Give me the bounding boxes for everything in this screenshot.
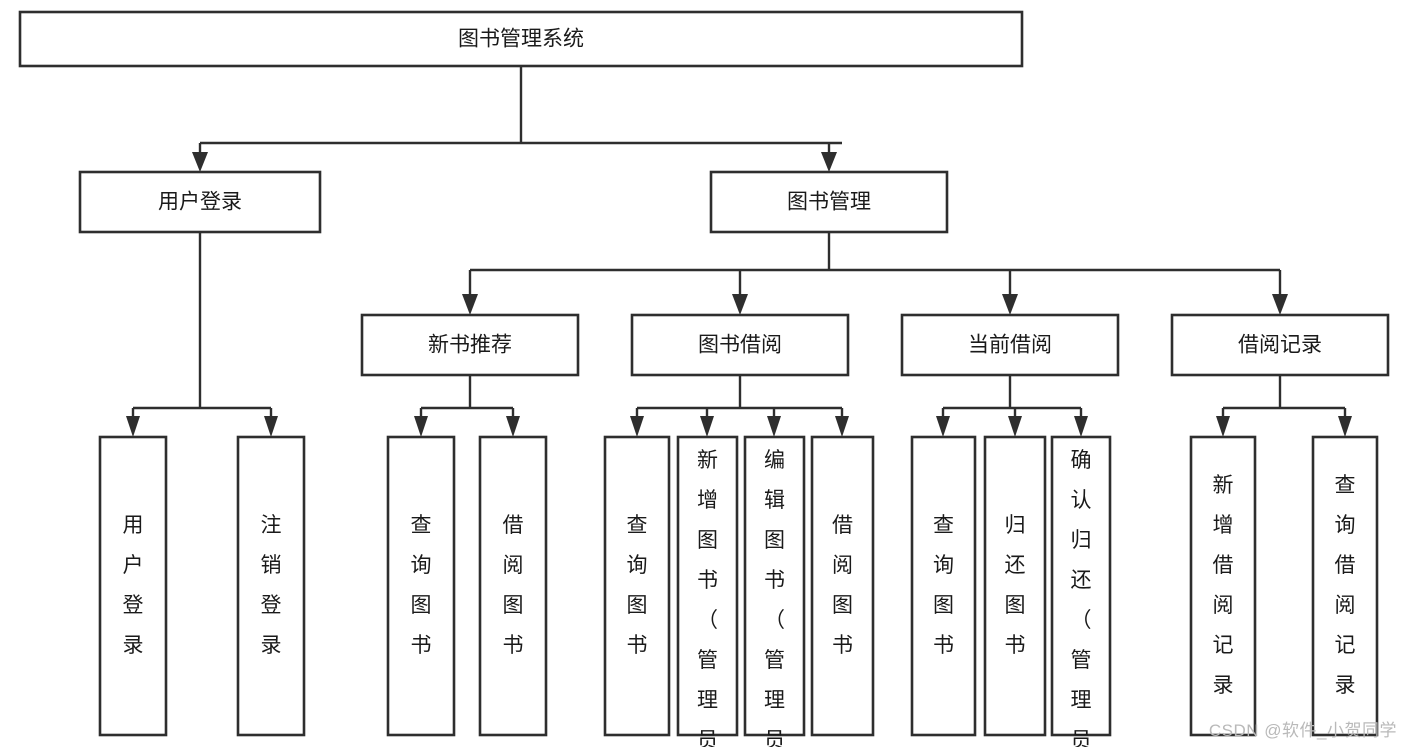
- node-new-book-recommend-box[interactable]: [360, 313, 580, 377]
- leaf-label-leaf-query-book-2: 查询图书: [627, 514, 648, 657]
- node-book-manage-label: 图书管理: [787, 191, 871, 214]
- node-user-login-box[interactable]: [78, 170, 322, 234]
- leaf-label-leaf-add-borrow-record: 新增借阅记录: [1213, 474, 1234, 697]
- leaf-label-leaf-query-borrow-record: 查询借阅记录: [1335, 474, 1356, 697]
- node-book-borrow-label: 图书借阅: [698, 334, 782, 357]
- leaf-node-leaf-edit-book[interactable]: 编辑图书（管理员）: [743, 435, 806, 747]
- leaf-box-leaf-borrow-book-1[interactable]: [478, 435, 548, 737]
- leaf-label-leaf-add-book: 新增图书（管理员）: [697, 449, 718, 747]
- leaf-nodes-layer: 用户登录 注销登录 查询图书 借阅图书 查询图书 新增图书（管理员） 编辑图书（管理员） 借阅…: [98, 435, 1379, 747]
- node-new-book-recommend-label: 新书推荐: [428, 334, 512, 357]
- leaf-node-leaf-query-book-1[interactable]: 查询图书: [386, 435, 456, 737]
- node-book-borrow[interactable]: 图书借阅: [630, 313, 850, 377]
- leaf-box-leaf-confirm-return[interactable]: [1050, 435, 1112, 737]
- leaf-node-leaf-borrow-book-1[interactable]: 借阅图书: [478, 435, 548, 737]
- edge-currentborrow-to-leaves: [936, 375, 1088, 437]
- leaf-label-leaf-return-book: 归还图书: [1005, 514, 1026, 657]
- node-book-manage[interactable]: 图书管理: [709, 170, 949, 234]
- leaf-box-leaf-return-book[interactable]: [983, 435, 1047, 737]
- edge-newbook-to-leaves: [414, 375, 520, 437]
- leaf-label-leaf-edit-book: 编辑图书（管理员）: [764, 449, 785, 747]
- leaf-box-leaf-borrow-book-2[interactable]: [810, 435, 875, 737]
- leaf-node-leaf-confirm-return[interactable]: 确认归还（管理员）: [1050, 435, 1112, 747]
- leaf-box-leaf-edit-book[interactable]: [743, 435, 806, 737]
- leaf-box-leaf-query-book-1[interactable]: [386, 435, 456, 737]
- leaf-node-leaf-add-borrow-record[interactable]: 新增借阅记录: [1189, 435, 1257, 737]
- leaf-node-leaf-add-book[interactable]: 新增图书（管理员）: [676, 435, 739, 747]
- leaf-node-leaf-return-book[interactable]: 归还图书: [983, 435, 1047, 737]
- node-borrow-record-box[interactable]: [1170, 313, 1390, 377]
- edge-borrowrecord-to-leaves: [1216, 375, 1352, 437]
- leaf-label-leaf-user-logout: 注销登录: [261, 514, 282, 657]
- node-user-login-label: 用户登录: [158, 191, 242, 214]
- edge-bookborrow-to-leaves: [630, 375, 849, 437]
- node-borrow-record[interactable]: 借阅记录: [1170, 313, 1390, 377]
- node-book-manage-box[interactable]: [709, 170, 949, 234]
- csdn-watermark: CSDN @软件_小贺同学: [1208, 721, 1397, 740]
- leaf-node-leaf-user-login[interactable]: 用户登录: [98, 435, 168, 737]
- leaf-box-leaf-user-logout[interactable]: [236, 435, 306, 737]
- leaf-label-leaf-user-login: 用户登录: [123, 514, 144, 657]
- leaf-box-leaf-query-book-2[interactable]: [603, 435, 671, 737]
- leaf-label-leaf-borrow-book-1: 借阅图书: [503, 514, 524, 657]
- node-new-book-recommend[interactable]: 新书推荐: [360, 313, 580, 377]
- leaf-node-leaf-query-borrow-record[interactable]: 查询借阅记录: [1311, 435, 1379, 737]
- leaf-label-leaf-query-book-1: 查询图书: [411, 514, 432, 657]
- leaf-box-leaf-query-book-3[interactable]: [910, 435, 977, 737]
- edge-userlogin-to-leaves: [126, 232, 278, 437]
- node-current-borrow-box[interactable]: [900, 313, 1120, 377]
- leaf-label-leaf-borrow-book-2: 借阅图书: [832, 514, 853, 657]
- node-book-borrow-box[interactable]: [630, 313, 850, 377]
- leaf-box-leaf-query-borrow-record[interactable]: [1311, 435, 1379, 737]
- leaf-box-leaf-user-login[interactable]: [98, 435, 168, 737]
- leaf-node-leaf-query-book-3[interactable]: 查询图书: [910, 435, 977, 737]
- leaf-label-leaf-query-book-3: 查询图书: [933, 514, 954, 657]
- leaf-node-leaf-user-logout[interactable]: 注销登录: [236, 435, 306, 737]
- leaf-label-leaf-confirm-return: 确认归还（管理员）: [1071, 449, 1092, 747]
- node-root-box[interactable]: [18, 10, 1024, 68]
- edges-layer: [126, 66, 1352, 437]
- node-current-borrow-label: 当前借阅: [968, 334, 1052, 357]
- node-root-book-management-system[interactable]: 图书管理系统: [18, 10, 1024, 68]
- leaf-node-leaf-borrow-book-2[interactable]: 借阅图书: [810, 435, 875, 737]
- node-current-borrow[interactable]: 当前借阅: [900, 313, 1120, 377]
- edge-bookmanage-to-level3: [462, 232, 1288, 315]
- leaf-node-leaf-query-book-2[interactable]: 查询图书: [603, 435, 671, 737]
- leaf-box-leaf-add-borrow-record[interactable]: [1189, 435, 1257, 737]
- leaf-box-leaf-add-book[interactable]: [676, 435, 739, 737]
- node-borrow-record-label: 借阅记录: [1238, 334, 1322, 357]
- node-user-login[interactable]: 用户登录: [78, 170, 322, 234]
- node-root-label: 图书管理系统: [458, 28, 584, 51]
- edge-root-to-level2: [192, 66, 842, 172]
